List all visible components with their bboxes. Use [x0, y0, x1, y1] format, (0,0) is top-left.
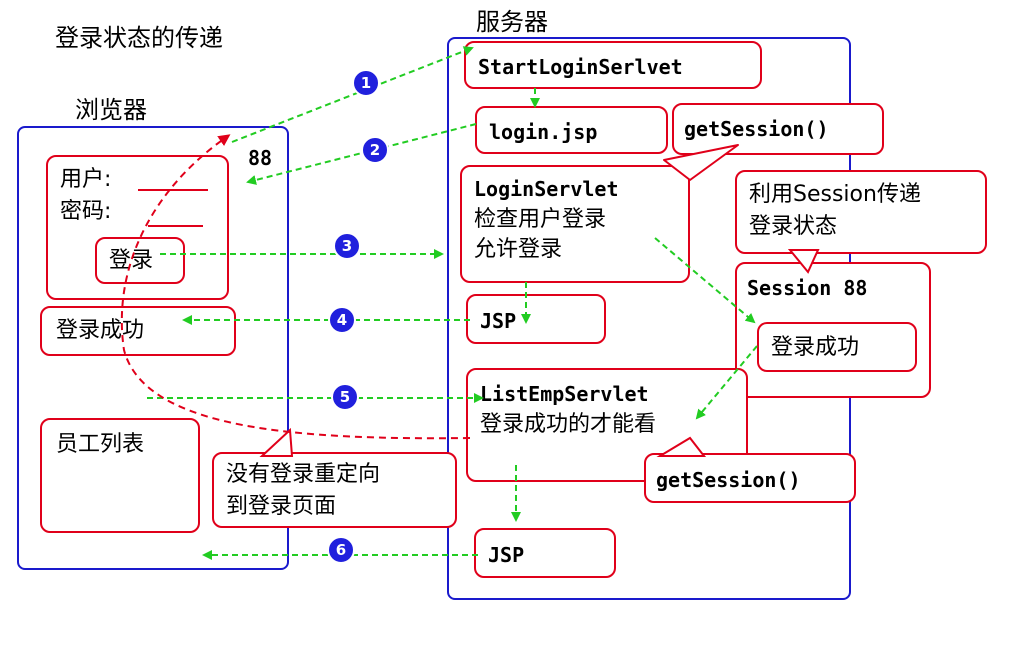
session-box-label: Session 88: [747, 276, 868, 300]
get-session-1-label: getSession(): [684, 117, 829, 141]
badge-4: [328, 306, 356, 334]
server-label: 服务器: [476, 8, 548, 36]
browser-number: 88: [248, 146, 273, 170]
badge-2-label: 2: [370, 141, 380, 159]
login-servlet-line1: 检查用户登录: [474, 207, 607, 232]
login-jsp-label: login.jsp: [489, 120, 598, 144]
employee-list-label: 员工列表: [56, 432, 145, 457]
jsp-box-1: JSP: [466, 294, 606, 344]
browser-container: [17, 126, 289, 570]
redirect-curve: [120, 134, 471, 440]
list-emp-servlet-line1: 登录成功的才能看: [480, 412, 657, 437]
session-success-label: 登录成功: [771, 335, 860, 360]
session-note-line2: 登录状态: [749, 214, 838, 239]
badge-3: [333, 232, 361, 260]
browser-label: 浏览器: [75, 96, 147, 124]
jsp-1-label: JSP: [480, 309, 517, 333]
list-emp-servlet-name: ListEmpServlet: [480, 382, 649, 406]
badge-6-label: 6: [336, 541, 346, 559]
get-session-callout-2: getSession(): [644, 453, 856, 503]
get-session-callout-1: getSession(): [672, 103, 884, 155]
callout-tail-2: [656, 436, 707, 457]
session-success-box: 登录成功: [757, 322, 917, 372]
redirect-note-line2: 到登录页面: [226, 494, 337, 519]
login-servlet-box: LoginServlet 检查用户登录 允许登录: [460, 165, 690, 283]
login-servlet-name: LoginServlet: [474, 177, 619, 201]
start-login-servlet-label: StartLoginSerlvet: [478, 55, 683, 79]
badge-1: [352, 69, 380, 97]
arrow-to-session: [654, 237, 756, 324]
badge-4-label: 4: [337, 311, 347, 329]
badge-3-label: 3: [342, 237, 352, 255]
badge-5: [331, 383, 359, 411]
callout-tail-redirect: [259, 427, 294, 457]
session-note-callout: 利用Session传递 登录状态: [735, 170, 987, 254]
redirect-note-line1: 没有登录重定向: [226, 462, 381, 487]
badge-2: [361, 136, 389, 164]
jsp-box-2: JSP: [474, 528, 616, 578]
badge-5-label: 5: [340, 388, 350, 406]
login-button[interactable]: 登录: [95, 237, 185, 284]
jsp-2-label: JSP: [488, 543, 525, 567]
user-label: 用户:: [60, 167, 112, 192]
redirect-note-callout: 没有登录重定向 到登录页面: [212, 452, 457, 528]
password-label: 密码:: [60, 199, 112, 224]
login-jsp-box: login.jsp: [475, 106, 668, 154]
start-login-servlet-box: StartLoginSerlvet: [464, 41, 762, 89]
badge-1-label: 1: [361, 74, 371, 92]
diagram-title: 登录状态的传递: [55, 24, 223, 52]
login-servlet-line2: 允许登录: [474, 237, 563, 262]
browser-success-label: 登录成功: [56, 318, 145, 343]
get-session-2-label: getSession(): [656, 468, 801, 492]
browser-success-box: 登录成功: [40, 306, 236, 356]
step-badges: [327, 69, 389, 564]
arrow-session-to-list: [695, 345, 758, 420]
badge-6: [327, 536, 355, 564]
login-button-label: 登录: [109, 248, 154, 273]
arrow-step-1: [231, 46, 474, 143]
employee-list-box: 员工列表: [40, 418, 200, 533]
session-note-line1: 利用Session传递: [749, 182, 921, 207]
callout-tail-session: [787, 249, 820, 274]
callout-tail-1: [663, 144, 739, 181]
